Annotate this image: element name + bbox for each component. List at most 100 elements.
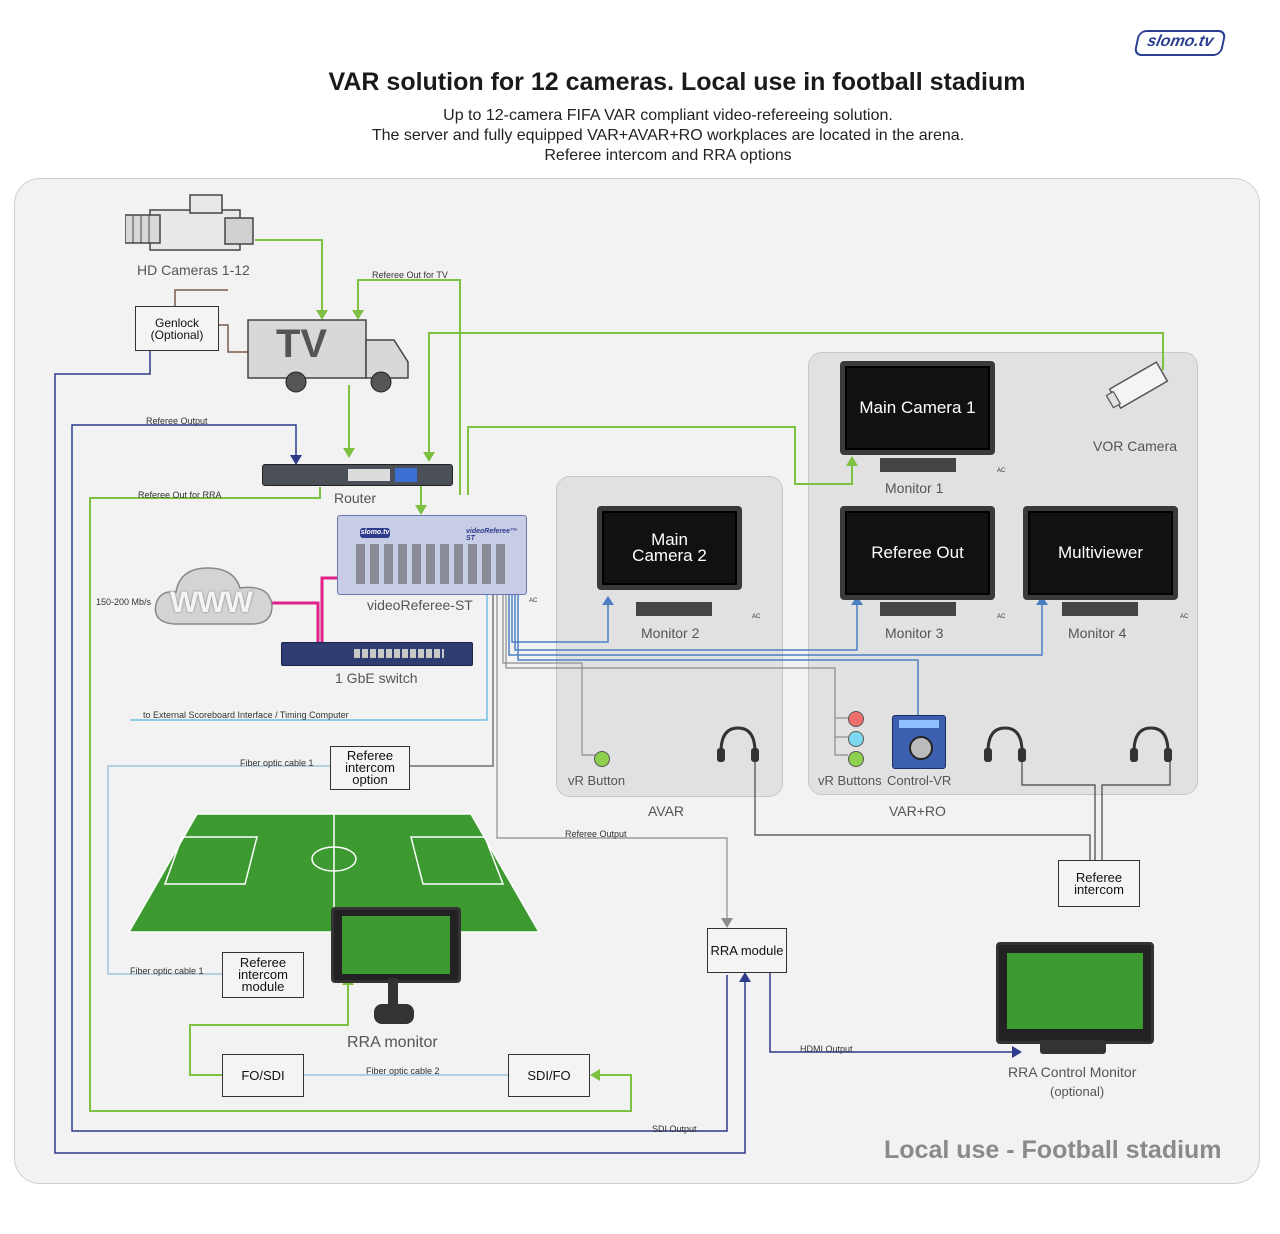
- arrowhead: [590, 1069, 600, 1081]
- genlock-sdi-line: [54, 350, 746, 1154]
- rra-monitor-stand: [388, 978, 398, 1006]
- subtitle-line-2: The server and fully equipped VAR+AVAR+R…: [371, 127, 965, 144]
- router-label: Router: [334, 490, 377, 506]
- var-ro-label: VAR+RO: [889, 803, 946, 819]
- vor-camera-line: [428, 332, 1164, 460]
- server-label: videoReferee-ST: [367, 597, 473, 613]
- referee-intercom-box: Referee intercom: [1058, 860, 1140, 907]
- fo-sdi-box: FO/SDI: [222, 1054, 304, 1097]
- avar-headset-icon: [717, 726, 759, 762]
- arrowhead: [290, 455, 302, 465]
- referee-out-rra-text: Referee Out for RRA: [138, 490, 222, 500]
- router-device: [262, 464, 453, 486]
- hd-camera-icon: [125, 194, 254, 251]
- rra-control-optional-label: (optional): [1050, 1084, 1105, 1099]
- monitor-2-stand: [636, 602, 712, 616]
- arrowhead: [721, 918, 733, 928]
- arrowhead: [846, 456, 858, 466]
- referee-out-tv-line: [357, 279, 461, 495]
- control-vr-label: Control-VR: [887, 773, 952, 788]
- control-vr-display: [899, 720, 939, 728]
- switch-ports: [354, 649, 444, 658]
- footer-title: Local use - Football stadium: [884, 1136, 1222, 1164]
- monitor-3-ac-label: AC: [997, 614, 1006, 620]
- fo-sdi-rra-line: [189, 980, 349, 1076]
- router-display: [395, 468, 417, 482]
- www-switch-line: [272, 601, 320, 642]
- rra-control-monitor: [996, 942, 1154, 1044]
- scoreboard-line: [130, 590, 488, 721]
- subtitle-line-3: Referee intercom and RRA options: [544, 147, 792, 164]
- rra-control-monitor-label: RRA Control Monitor: [1008, 1064, 1137, 1080]
- arrowhead: [352, 310, 364, 320]
- arrowhead: [1036, 596, 1048, 605]
- arrowhead: [415, 505, 427, 515]
- referee-output-line: [71, 424, 728, 1132]
- referee-out-rra-line: [89, 487, 632, 1112]
- monitor-4-stand: [1062, 602, 1138, 616]
- monitor-1-label: Monitor 1: [885, 480, 944, 496]
- hdmi-output-text: HDMI Output: [800, 1044, 853, 1054]
- sdi-fo-box: SDI/FO: [508, 1054, 590, 1097]
- server-control-vr-line: [517, 590, 919, 715]
- rra-control-screen: [1007, 953, 1143, 1029]
- rra-control-base: [1040, 1040, 1106, 1054]
- monitor-4-ac-label: AC: [1180, 614, 1189, 620]
- referee-intercom-module-box: Referee intercom module: [222, 952, 304, 998]
- server-logo: slomo.tv: [360, 528, 390, 538]
- avar-label: AVAR: [648, 803, 685, 819]
- control-vr-jog[interactable]: [909, 736, 933, 760]
- gbe-switch-device: [281, 642, 473, 666]
- control-vr-device[interactable]: [892, 715, 946, 769]
- referee-output-rra-line: [496, 590, 728, 925]
- page-title: VAR solution for 12 cameras. Local use i…: [328, 68, 1026, 96]
- vr-buttons-label: vR Buttons: [818, 773, 882, 788]
- referee-output-text: Referee Output: [146, 416, 208, 426]
- subtitle-line-1: Up to 12-camera FIFA VAR compliant video…: [443, 107, 893, 124]
- referee-intercom-option-box: Referee intercom option: [330, 746, 410, 790]
- server-intercom-line: [408, 590, 494, 767]
- monitor-2-screen: Main Camera 2: [597, 506, 742, 590]
- server-ac-label: AC: [529, 598, 538, 604]
- scoreboard-text: to External Scoreboard Interface / Timin…: [143, 710, 349, 720]
- rra-module-box: RRA module: [707, 928, 787, 973]
- football-pitch-icon: [127, 813, 541, 933]
- arrowhead: [739, 972, 751, 982]
- monitor-2-ac-label: AC: [752, 614, 761, 620]
- server-monitor3-line: [514, 590, 858, 651]
- tv-truck-label: TV: [276, 322, 328, 366]
- var-headset-icon-2: [1130, 726, 1172, 762]
- switch-label: 1 GbE switch: [335, 670, 418, 686]
- switch-server-line: [320, 576, 338, 642]
- monitor-1-screen: Main Camera 1: [840, 361, 995, 455]
- var-intercom-line-2: [1101, 760, 1171, 860]
- hd-cameras-label: HD Cameras 1-12: [137, 262, 250, 278]
- tv-truck-icon: [247, 319, 409, 393]
- hdmi-output-line: [769, 972, 1017, 1053]
- arrowhead: [423, 452, 435, 462]
- sdi-output-text: SDI Output: [652, 1124, 697, 1134]
- server-brand: videoReferee™ ST: [466, 528, 517, 542]
- arrowhead: [602, 596, 614, 605]
- fiber-1-bottom-text: Fiber optic cable 1: [130, 966, 204, 976]
- monitor-1-ac-label: AC: [997, 468, 1006, 474]
- bandwidth-label: 150-200 Mb/s: [96, 597, 152, 607]
- arrowhead: [1012, 1046, 1022, 1058]
- monitor-4-screen: Multiviewer: [1023, 506, 1178, 600]
- arrowhead: [316, 310, 328, 320]
- vr-button-blue[interactable]: [848, 731, 864, 747]
- fiber-cable-1-line: [107, 765, 330, 975]
- var-intercom-line-1: [1021, 760, 1096, 860]
- referee-out-tv-text: Referee Out for TV: [372, 270, 448, 280]
- avar-button-line: [502, 590, 600, 756]
- monitor-1-stand: [880, 458, 956, 472]
- vr-button-red[interactable]: [848, 711, 864, 727]
- vr-button-green[interactable]: [848, 751, 864, 767]
- genlock-tv-line: [213, 324, 248, 353]
- var-headset-icon-1: [984, 726, 1026, 762]
- fiber-2-text: Fiber optic cable 2: [366, 1066, 440, 1076]
- genlock-box: Genlock (Optional): [135, 306, 219, 351]
- avar-vr-button[interactable]: [594, 751, 610, 767]
- rra-monitor-screen: [342, 916, 450, 974]
